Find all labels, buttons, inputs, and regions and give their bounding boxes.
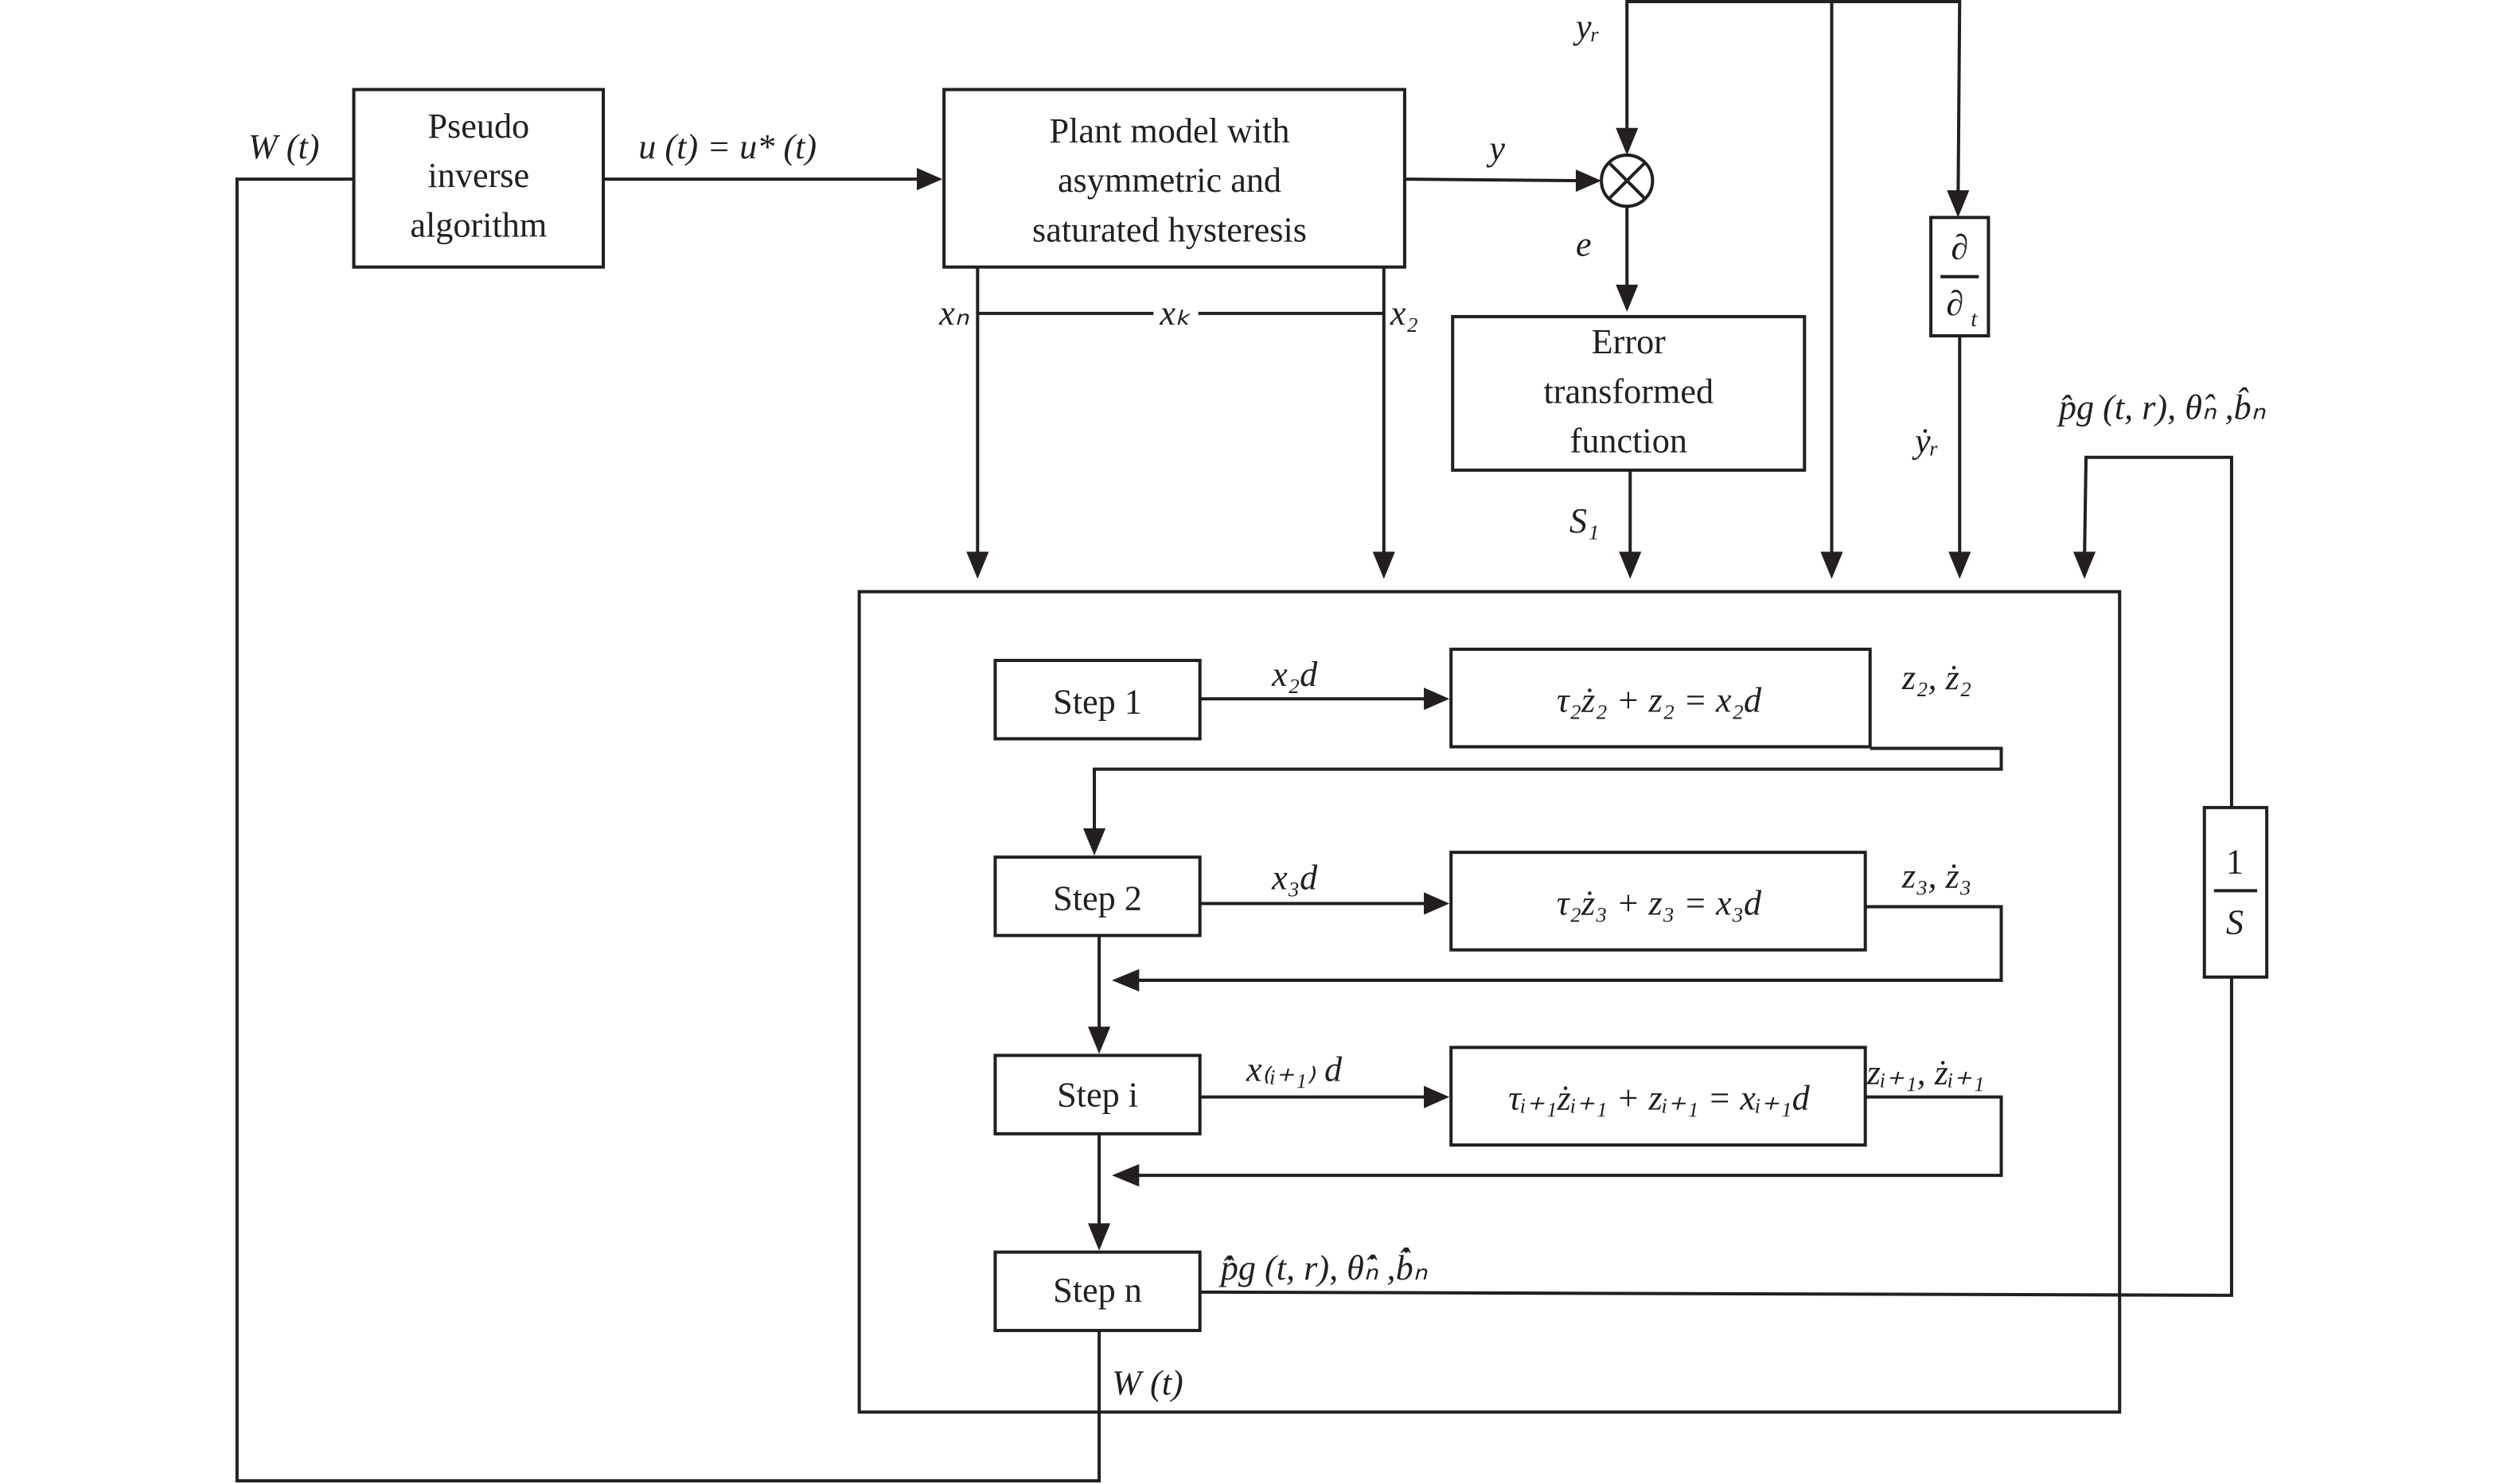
arrow-params-hat [2072,551,2096,579]
label-w-out: W (t) [1112,1363,1183,1402]
step-i-block: Step i [993,1054,1202,1135]
label-s1: S₁ [1569,501,1599,540]
filter-i-equation: τᵢ₊₁żᵢ₊₁ + zᵢ₊₁ = xᵢ₊₁d [1508,1079,1810,1118]
connector-line [942,88,1406,269]
connector-line [352,88,606,269]
integrator-block: 1 S [2202,805,2269,979]
connector-line [993,1250,1202,1333]
arrow-derivative-in [1947,190,1970,218]
derivative-denominator-sub: t [1971,307,1978,332]
arrow-u [916,168,943,191]
connector-line [993,855,1202,937]
connector-line [1199,976,2233,1297]
step-1-label: Step 1 [1053,682,1142,721]
error-transform-block: Error transformed function [1451,314,1807,472]
error-label-line1: Error [1592,322,1667,361]
connector-line [1134,905,2003,982]
label-xn: xₙ [938,294,970,333]
label-yr: yᵣ [1573,7,1601,46]
label-e: e [1576,225,1592,264]
arrow-yr [1616,127,1639,155]
label-y: y [1486,129,1505,168]
arrow-x2d [1424,687,1450,711]
connector-line [1093,746,2003,835]
plant-label-line3: saturated hysteresis [1032,210,1307,249]
error-label-line2: transformed [1543,372,1714,411]
arrow-yr-controller [1820,551,1843,579]
pseudo-label-line2: inverse [427,156,529,195]
label-z3: z₃, ż₃ [1901,856,1971,895]
connector-line [1449,1046,1867,1147]
arrow-step2-in [1082,828,1106,856]
label-u: u (t) = u* (t) [638,127,817,166]
signal-labels: W (t) u (t) = u* (t) y yᵣ e S₁ ẏᵣ xₙ xₖ … [248,7,2267,1402]
step-n-label: Step n [1053,1271,1142,1310]
plant-model-block: Plant model with asymmetric and saturate… [942,88,1406,269]
integrator-denominator: S [2226,903,2244,942]
arrow-x2 [1372,551,1395,579]
derivative-block: ∂ ∂ t [1929,216,1990,338]
arrow-xn [966,551,989,579]
arrow-y [1575,169,1602,193]
arrow-z3-back [1112,968,1140,992]
arrow-zi1-back [1112,1164,1140,1187]
connector-line [1449,851,1867,952]
arrow-s1 [1619,551,1642,579]
filter-3-equation: τ₂ż₃ + z₃ = x₃d [1557,884,1762,923]
filter-block-i: τᵢ₊₁żᵢ₊₁ + zᵢ₊₁ = xᵢ₊₁d [1449,1046,1867,1147]
integrator-numerator: 1 [2226,842,2244,881]
label-zi1: zᵢ₊₁, żᵢ₊₁ [1866,1054,1985,1093]
label-x2d: x₂d [1271,655,1318,694]
plant-label-line1: Plant model with [1049,111,1289,150]
label-xk: xₖ [1159,294,1191,333]
connector-line [1404,177,1586,183]
label-params-hat: p̂g (t, r), θ̂ₙ ,b̂ₙ [2057,388,2267,427]
pseudo-label-line1: Pseudo [427,107,529,146]
label-w-in: W (t) [248,127,320,166]
step-n-block: Step n [993,1250,1202,1333]
filter-block-3: τ₂ż₃ + z₃ = x₃d [1449,851,1867,952]
pseudo-inverse-block: Pseudo inverse algorithm [352,88,606,269]
label-params-dot: p̂̇g (t, r), θ̂̇ₙ ,b̂̇ₙ [1218,1248,1429,1287]
arrow-step-n-in [1087,1223,1111,1251]
label-z2: z₂, ż₂ [1901,658,1971,697]
step-1-block: Step 1 [993,658,1202,741]
connector-line [1608,162,1646,200]
plant-label-line2: asymmetric and [1058,161,1281,200]
derivative-denominator: ∂ [1946,284,1963,323]
connector-line [1134,1095,2003,1178]
step-2-block: Step 2 [993,855,1202,937]
connector-line [1449,647,1872,749]
label-xi1d: x₍ᵢ₊₁₎ d [1246,1050,1343,1089]
summing-junction [1600,153,1655,208]
connector-line [1625,0,1962,204]
error-label-line3: function [1570,422,1687,461]
filter-2-equation: τ₂ż₂ + z₂ = x₂d [1557,680,1762,719]
derivative-numerator: ∂ [1951,228,1968,267]
label-x2: x₂ [1390,294,1418,333]
connector-line [1451,314,1807,472]
connections [235,0,2233,1482]
arrow-step-i-in [1087,1026,1111,1054]
label-x3d: x₃d [1271,858,1318,897]
arrow-e [1616,284,1639,312]
connector-line [2083,455,2233,808]
arrow-xi1d [1424,1085,1450,1108]
arrow-yr-dot [1948,551,1971,579]
pseudo-label-line3: algorithm [410,205,547,244]
arrow-x3d [1424,892,1450,915]
filter-block-2: τ₂ż₂ + z₂ = x₂d [1449,647,1872,749]
label-yr-dot: ẏᵣ [1912,422,1940,461]
step-2-label: Step 2 [1053,879,1142,918]
connector-line [235,177,1101,1482]
step-i-label: Step i [1057,1076,1138,1115]
